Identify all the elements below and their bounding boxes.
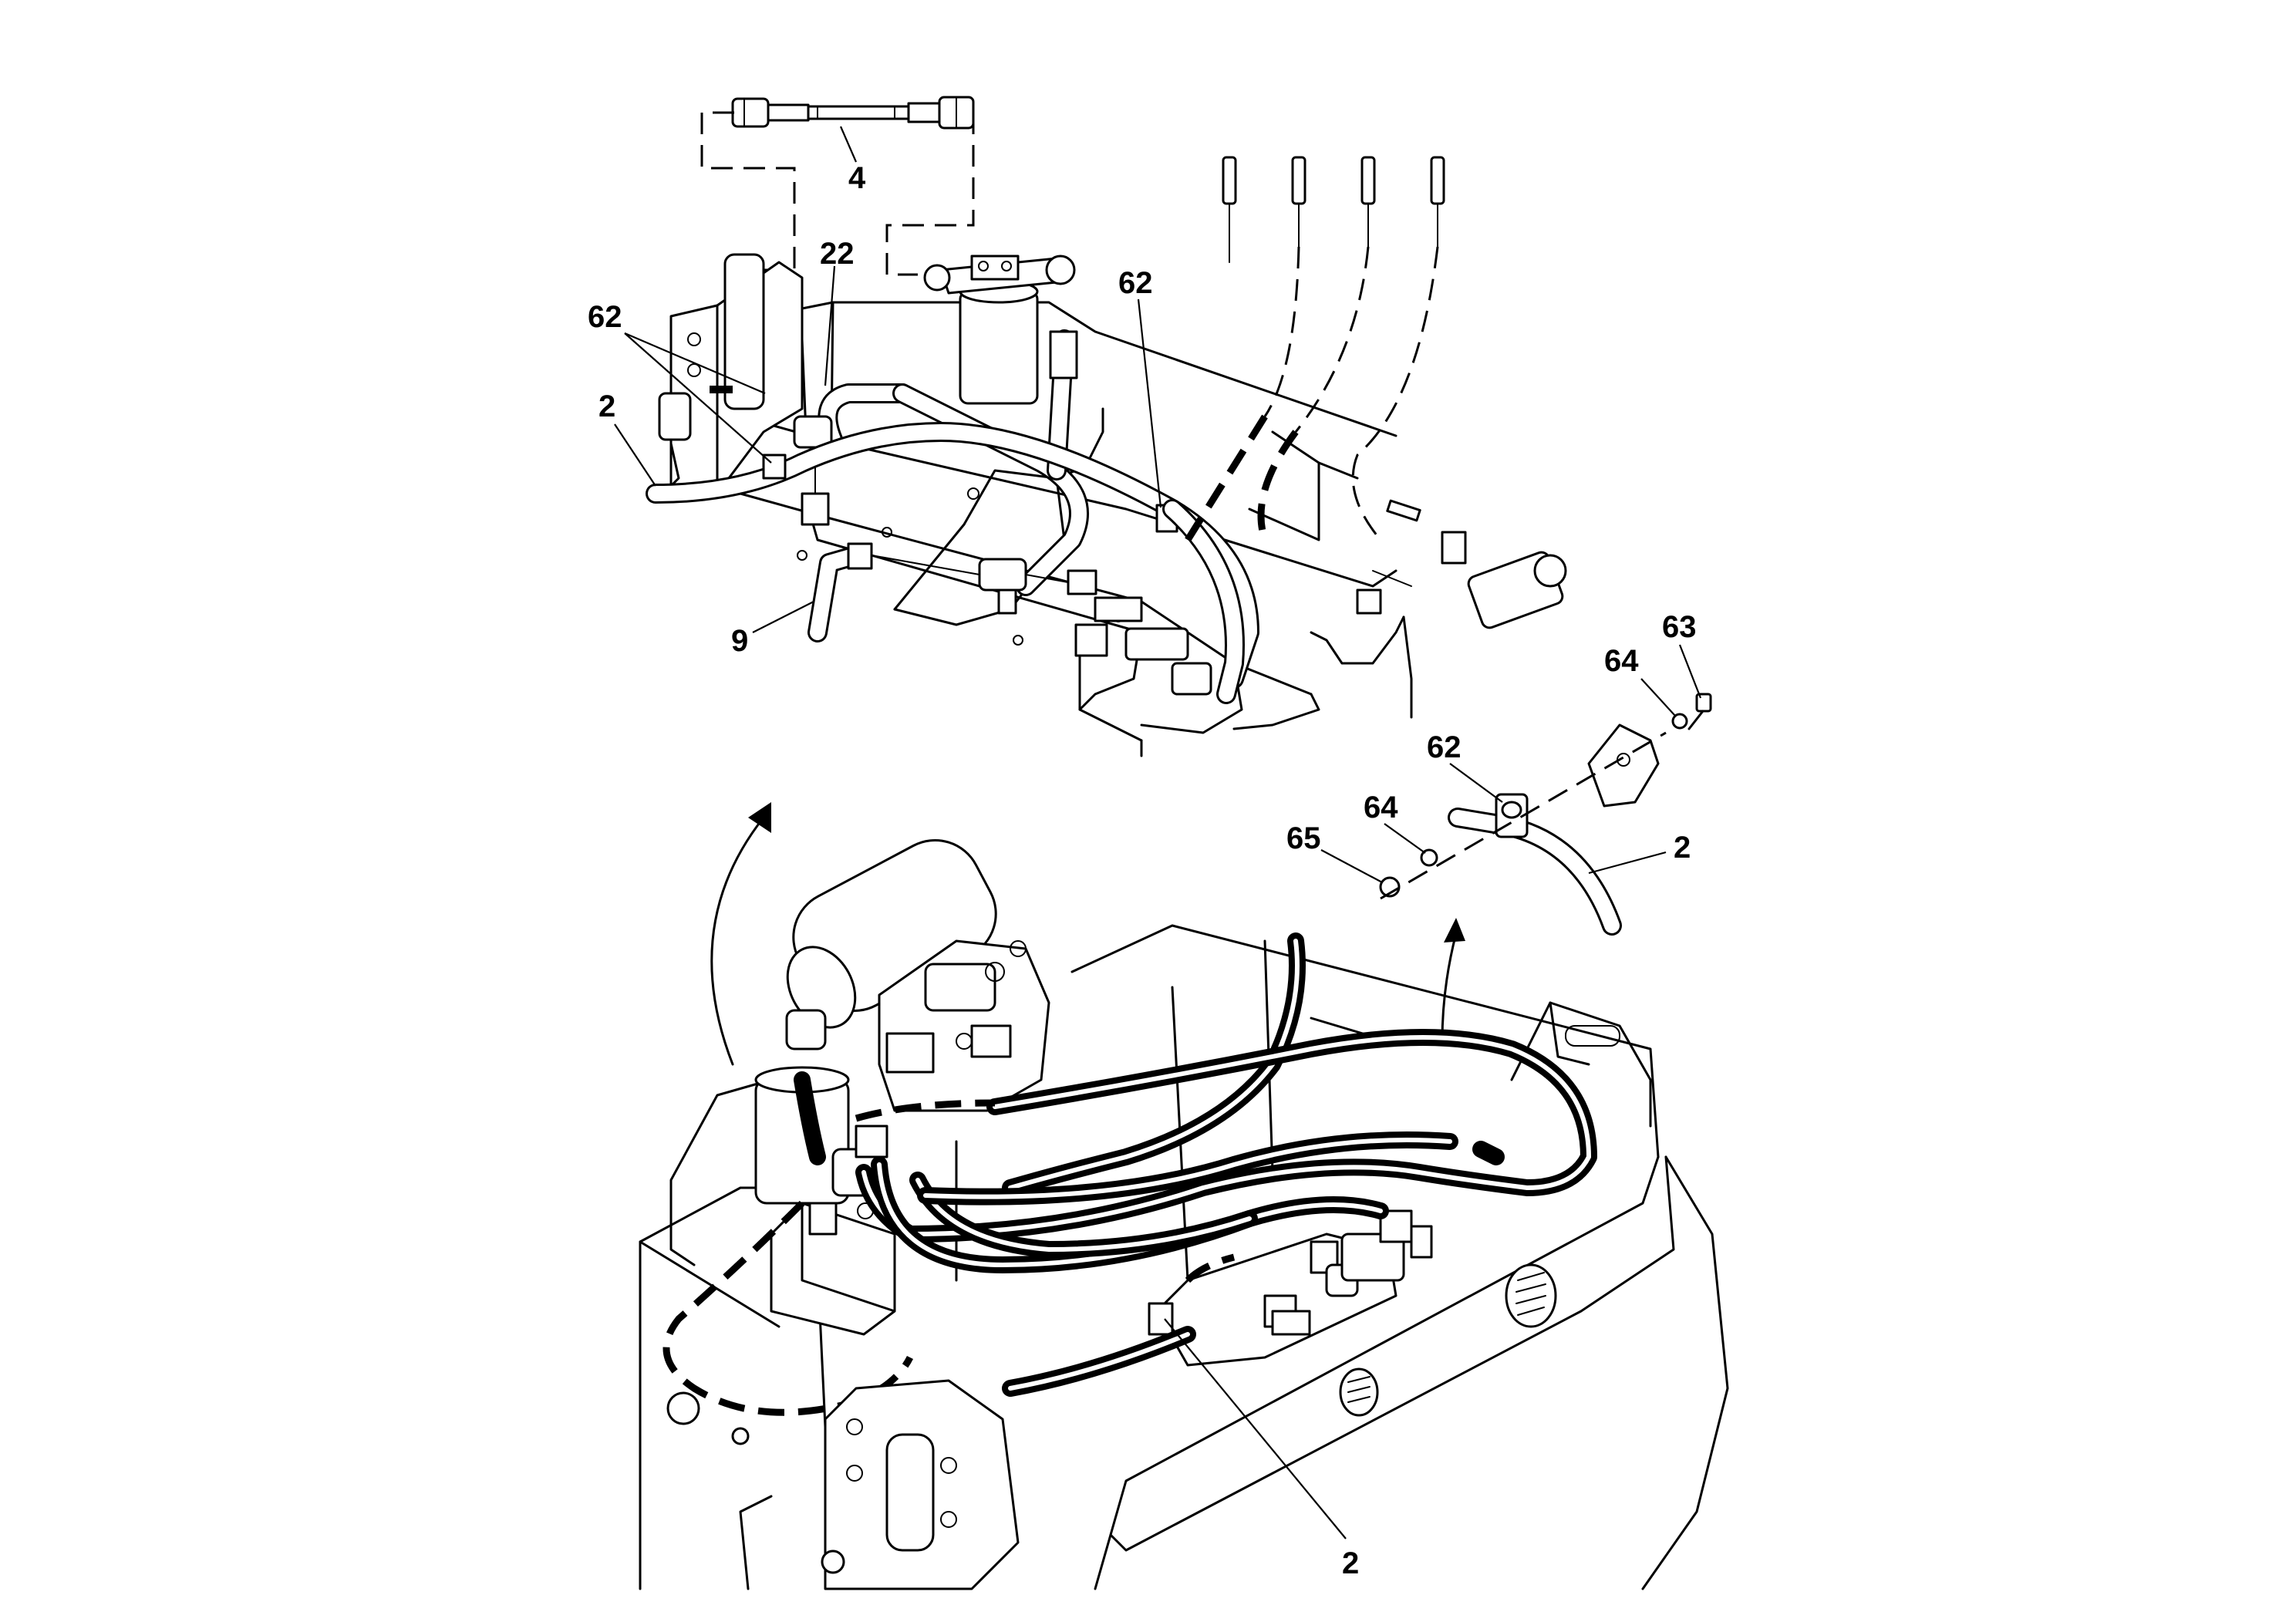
callout-2-upper: 2 <box>598 389 615 423</box>
bolt-63 <box>1695 693 1712 713</box>
motor-pump-unit <box>754 838 1050 1205</box>
leader-lines <box>614 126 1702 1539</box>
callout-9: 9 <box>731 624 748 658</box>
plugs <box>1222 156 1445 263</box>
main-machine-view <box>639 802 1729 1590</box>
upper-detail-view <box>646 96 1567 757</box>
elbow-fitting-22 <box>793 383 912 526</box>
callout-64-lower: 64 <box>1364 791 1398 824</box>
callout-65: 65 <box>1286 821 1321 855</box>
arrow-left-up <box>710 816 765 1066</box>
tee-valve-cluster <box>871 555 1212 696</box>
callout-62-upper-left: 62 <box>588 300 622 334</box>
washer-64-left <box>1420 848 1438 867</box>
dashed-hose-manifold <box>855 1099 996 1122</box>
clamp-exploded-view <box>1379 693 1712 1043</box>
arrow-right-up <box>1441 932 1458 1043</box>
main-hoses <box>794 932 1597 1397</box>
lift-handle <box>739 1379 1020 1590</box>
callout-62-upper-right: 62 <box>1118 266 1153 300</box>
callout-22: 22 <box>820 237 855 271</box>
fitting-9 <box>807 542 873 642</box>
washer-64-right <box>1671 713 1688 730</box>
callout-2-lower: 2 <box>1342 1546 1359 1580</box>
callout-64-upper: 64 <box>1604 644 1639 678</box>
filter-canister <box>923 255 1076 405</box>
vent-right <box>1505 1263 1557 1328</box>
callout-2-detail: 2 <box>1674 831 1691 865</box>
vent-front <box>1339 1367 1379 1417</box>
manifold-block <box>770 1125 896 1336</box>
hose-assembly-4 <box>731 96 975 130</box>
callout-4: 4 <box>848 161 866 195</box>
callout-63: 63 <box>1662 610 1697 644</box>
hydraulic-cylinder <box>1356 499 1567 629</box>
valve-block-front <box>1148 1209 1433 1367</box>
callout-labels: 4 22 62 2 62 9 63 64 62 64 65 2 2 <box>588 161 1697 1580</box>
valve-bracket <box>658 253 804 495</box>
callout-62-detail: 62 <box>1427 730 1462 764</box>
